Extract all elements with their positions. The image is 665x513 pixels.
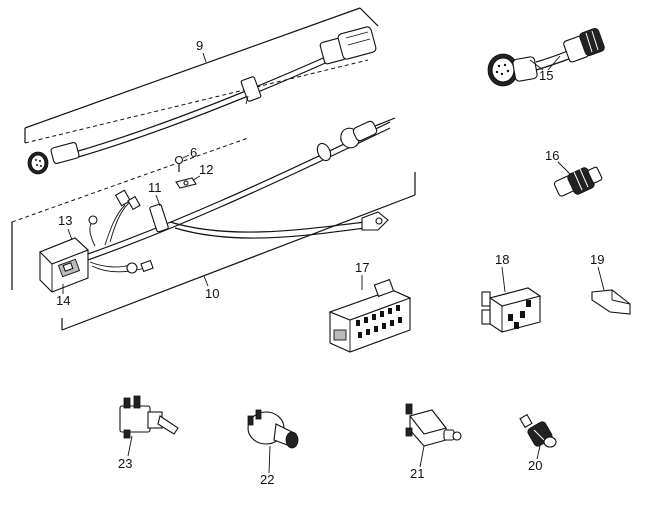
callout-9: 9 (196, 38, 203, 53)
cable-clip-9 (240, 76, 262, 105)
cable-tie-11 (149, 203, 169, 233)
connector-block-17 (328, 278, 412, 353)
callout-23: 23 (118, 456, 132, 471)
clip-12 (175, 177, 197, 189)
relay-socket-18 (481, 287, 542, 333)
callout-16: 16 (545, 148, 559, 163)
callout-19: 19 (590, 252, 604, 267)
connector-housing-13 (39, 237, 90, 293)
callout-17: 17 (355, 260, 369, 275)
callout-20: 20 (528, 458, 542, 473)
callout-6: 6 (190, 145, 197, 160)
harness-9 (27, 26, 377, 175)
circuit-breaker-21 (405, 403, 462, 447)
callout-13: 13 (58, 213, 72, 228)
screw-6 (174, 155, 184, 172)
toggle-switch-23 (119, 395, 179, 439)
harness-10 (39, 117, 396, 293)
callout-14: 14 (56, 293, 70, 308)
callout-15: 15 (539, 68, 553, 83)
harness-9-bracket (24, 7, 379, 144)
callout-10: 10 (205, 286, 219, 301)
adapter-cable-15 (487, 28, 605, 87)
grommet-10 (316, 120, 378, 162)
flat-connector-9 (319, 26, 377, 65)
rotary-switch-22 (247, 409, 299, 449)
ring-terminal-10 (361, 211, 389, 231)
round-connector-9 (27, 142, 80, 175)
indicator-lamp-20 (519, 413, 557, 448)
callout-18: 18 (495, 252, 509, 267)
callout-22: 22 (260, 472, 274, 487)
callout-12: 12 (199, 162, 213, 177)
callout-11: 11 (148, 180, 162, 195)
connector-16 (553, 166, 603, 197)
harness-10-bracket (11, 137, 416, 331)
terminal-19 (591, 289, 631, 315)
callout-21: 21 (410, 466, 424, 481)
